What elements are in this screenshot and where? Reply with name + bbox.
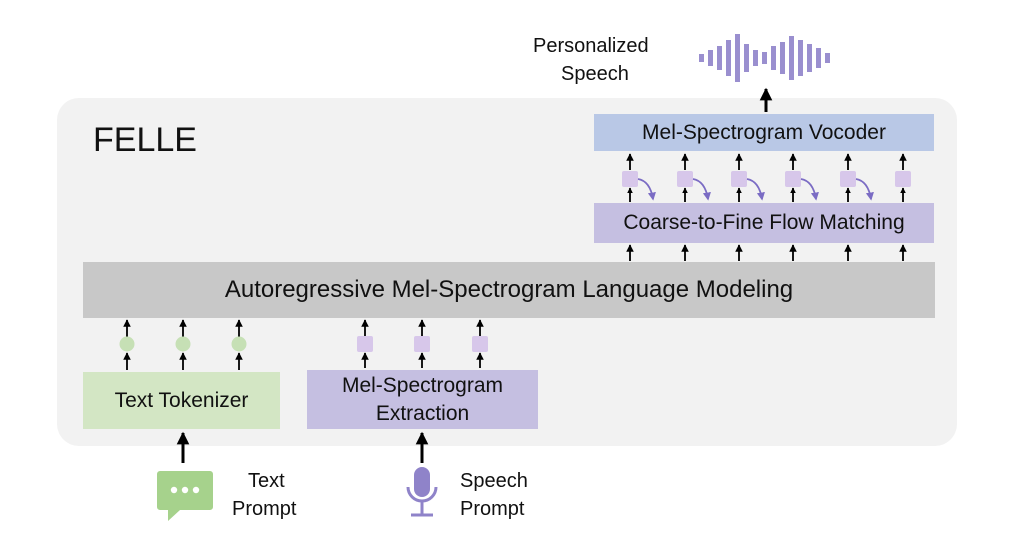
flow-to-token-arrows — [626, 153, 907, 202]
wave-bar — [798, 40, 803, 76]
flow-matching-label: Coarse-to-Fine Flow Matching — [623, 211, 905, 234]
text-token-arrows — [123, 319, 243, 370]
wave-bar — [735, 34, 740, 82]
mel-token — [677, 171, 693, 187]
output-line2: Speech — [561, 63, 629, 85]
mel-token — [357, 336, 373, 352]
curved-arrow — [855, 178, 874, 201]
mel-token — [785, 171, 801, 187]
text-prompt-line1: Text — [248, 470, 285, 492]
wave-bar — [825, 53, 830, 63]
text-token — [175, 336, 191, 352]
text-tokenizer-label: Text Tokenizer — [114, 388, 249, 412]
mel-extraction-box: Mel-Spectrogram Extraction — [307, 370, 538, 429]
mel-token — [414, 336, 430, 352]
lm-to-flow-arrows — [626, 244, 907, 261]
text-prompt-label: Text Prompt — [232, 467, 296, 523]
curved-arrow — [800, 178, 819, 201]
speech-prompt-line2: Prompt — [460, 498, 525, 520]
text-token — [119, 336, 135, 352]
model-title: FELLE — [93, 121, 197, 159]
mel-token — [622, 171, 638, 187]
speech-prompt-label: Speech Prompt — [460, 467, 528, 523]
waveform-icon — [699, 34, 830, 82]
wave-bar — [780, 42, 785, 74]
wave-bar — [708, 50, 713, 66]
microphone-icon — [406, 467, 438, 517]
language-model-box: Autoregressive Mel-Spectrogram Language … — [83, 262, 935, 318]
mel-extraction-label-line1: Mel-Spectrogram — [341, 373, 504, 397]
vocoder-box: Mel-Spectrogram Vocoder — [594, 114, 934, 151]
wave-bar — [771, 46, 776, 70]
mel-token — [731, 171, 747, 187]
wave-bar — [699, 54, 704, 62]
text-prompt-line2: Prompt — [232, 498, 297, 520]
wave-bar — [807, 44, 812, 72]
text-tokenizer-box: Text Tokenizer — [83, 372, 280, 429]
mel-tokens-upper — [622, 171, 911, 187]
output-line1: Personalized — [533, 35, 649, 57]
mel-token — [895, 171, 911, 187]
autoregressive-curved-arrows — [637, 178, 874, 201]
curved-arrow — [746, 178, 765, 201]
curved-arrow — [637, 178, 656, 201]
wave-bar — [753, 50, 758, 66]
speech-prompt-line1: Speech — [460, 470, 528, 492]
curved-arrow — [692, 178, 711, 201]
wave-bar — [744, 44, 749, 72]
wave-bar — [717, 46, 722, 70]
wave-bar — [762, 52, 767, 64]
text-token — [231, 336, 247, 352]
output-label: Personalized Speech — [533, 32, 649, 88]
wave-bar — [726, 40, 731, 76]
wave-bar — [789, 36, 794, 80]
mel-extraction-label-line2: Extraction — [375, 401, 470, 425]
chat-bubble-icon — [157, 471, 213, 521]
vocoder-label: Mel-Spectrogram Vocoder — [642, 120, 886, 144]
mel-token — [840, 171, 856, 187]
flow-matching-box: Coarse-to-Fine Flow Matching — [594, 203, 934, 243]
mel-token-arrows-lower — [361, 319, 484, 368]
mel-tokens-lower — [357, 336, 488, 352]
mel-token — [472, 336, 488, 352]
wave-bar — [816, 48, 821, 68]
text-tokens — [119, 336, 247, 352]
language-model-label: Autoregressive Mel-Spectrogram Language … — [224, 276, 794, 303]
